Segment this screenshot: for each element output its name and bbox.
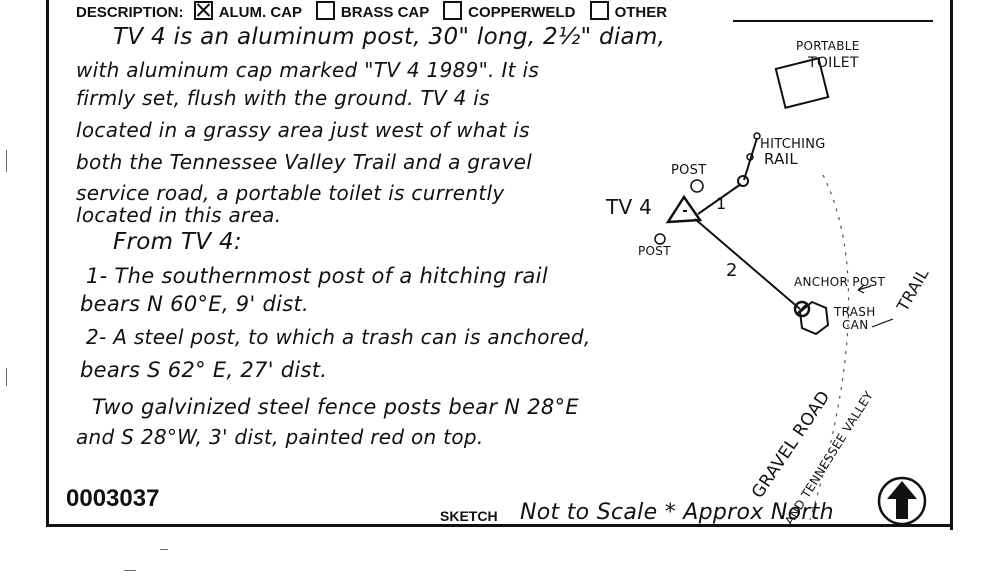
- tv4-station-triangle: [665, 194, 703, 224]
- description-line: service road, a portable toilet is curre…: [76, 181, 505, 205]
- portable-toilet-label: PORTABLE TOILET: [796, 39, 860, 71]
- scan-mark: [6, 368, 7, 386]
- description-line: with aluminum cap marked "TV 4 1989". It…: [76, 58, 540, 82]
- description-line: 2- A steel post, to which a trash can is…: [86, 325, 591, 349]
- fence-post-south: [654, 233, 666, 245]
- brass-cap-label: BRASS CAP: [340, 4, 429, 21]
- fence-post-north: [690, 179, 704, 193]
- description-line: located in a grassy area just west of wh…: [76, 118, 530, 142]
- leg-2-label: 2: [726, 260, 738, 281]
- scan-mark: [160, 549, 168, 550]
- description-label: DESCRIPTION:: [76, 4, 184, 21]
- sketch-label: SKETCH: [440, 508, 498, 524]
- anchor-post-arrow: [857, 285, 872, 291]
- brass-cap-checkbox[interactable]: [315, 1, 335, 20]
- other-checkbox[interactable]: [589, 1, 609, 20]
- description-line: bears S 62° E, 27' dist.: [80, 358, 328, 382]
- other-label: OTHER: [614, 4, 668, 21]
- alum-cap-checkbox[interactable]: [193, 1, 213, 20]
- copperweld-checkbox[interactable]: [443, 1, 463, 20]
- anchor-post-mark: [796, 303, 808, 315]
- description-line: and S 28°W, 3' dist, painted red on top.: [76, 425, 484, 449]
- description-line: From TV 4:: [113, 229, 242, 255]
- hitching-rail-label: HITCHING RAIL: [760, 137, 826, 168]
- north-arrow-icon: [877, 476, 927, 526]
- description-header: DESCRIPTION: ALUM. CAP BRASS CAP COPPERW…: [76, 1, 667, 21]
- hitching-rail-post-mid: [746, 153, 754, 161]
- frame-bottom-border: [46, 524, 953, 527]
- description-line: bears N 60°E, 9' dist.: [80, 292, 310, 316]
- description-line: both the Tennessee Valley Trail and a gr…: [76, 150, 533, 174]
- description-line: located in this area.: [76, 203, 282, 227]
- sketch-note: Not to Scale * Approx North: [520, 500, 834, 525]
- leg-2-line: [694, 218, 801, 310]
- hitching-rail-line: [743, 137, 758, 181]
- description-line: firmly set, flush with the ground. TV 4 …: [76, 86, 490, 110]
- other-blank-line[interactable]: [733, 20, 933, 22]
- hitching-rail-post-north: [753, 132, 761, 140]
- description-line: TV 4 is an aluminum post, 30" long, 2½" …: [113, 24, 666, 50]
- hitching-rail-post-south: [737, 175, 749, 187]
- alum-cap-label: ALUM. CAP: [218, 4, 302, 21]
- scan-mark: [6, 150, 7, 172]
- description-line: 1- The southernmost post of a hitching r…: [86, 264, 548, 288]
- portable-toilet-shape: [774, 57, 830, 109]
- scan-mark: [124, 570, 136, 571]
- record-id: 0003037: [66, 485, 160, 512]
- trash-can-label: TRASH CAN: [834, 305, 876, 332]
- post-upper-label: POST: [671, 163, 707, 178]
- trash-can-hexagon: [798, 300, 830, 336]
- description-line: Two galvinized steel fence posts bear N …: [92, 395, 579, 419]
- frame-left-border: [46, 0, 49, 527]
- copperweld-label: COPPERWELD: [468, 4, 576, 21]
- anchor-post-label: ANCHOR POST: [794, 275, 886, 289]
- trash-can-arrow: [871, 318, 894, 328]
- leg-1-line: [697, 183, 742, 215]
- anchor-post-circle: [793, 300, 811, 318]
- post-lower-label: POST: [638, 244, 671, 258]
- station-label: TV 4: [606, 195, 653, 219]
- leg-1-label: 1: [716, 194, 727, 213]
- frame-right-border: [950, 0, 953, 530]
